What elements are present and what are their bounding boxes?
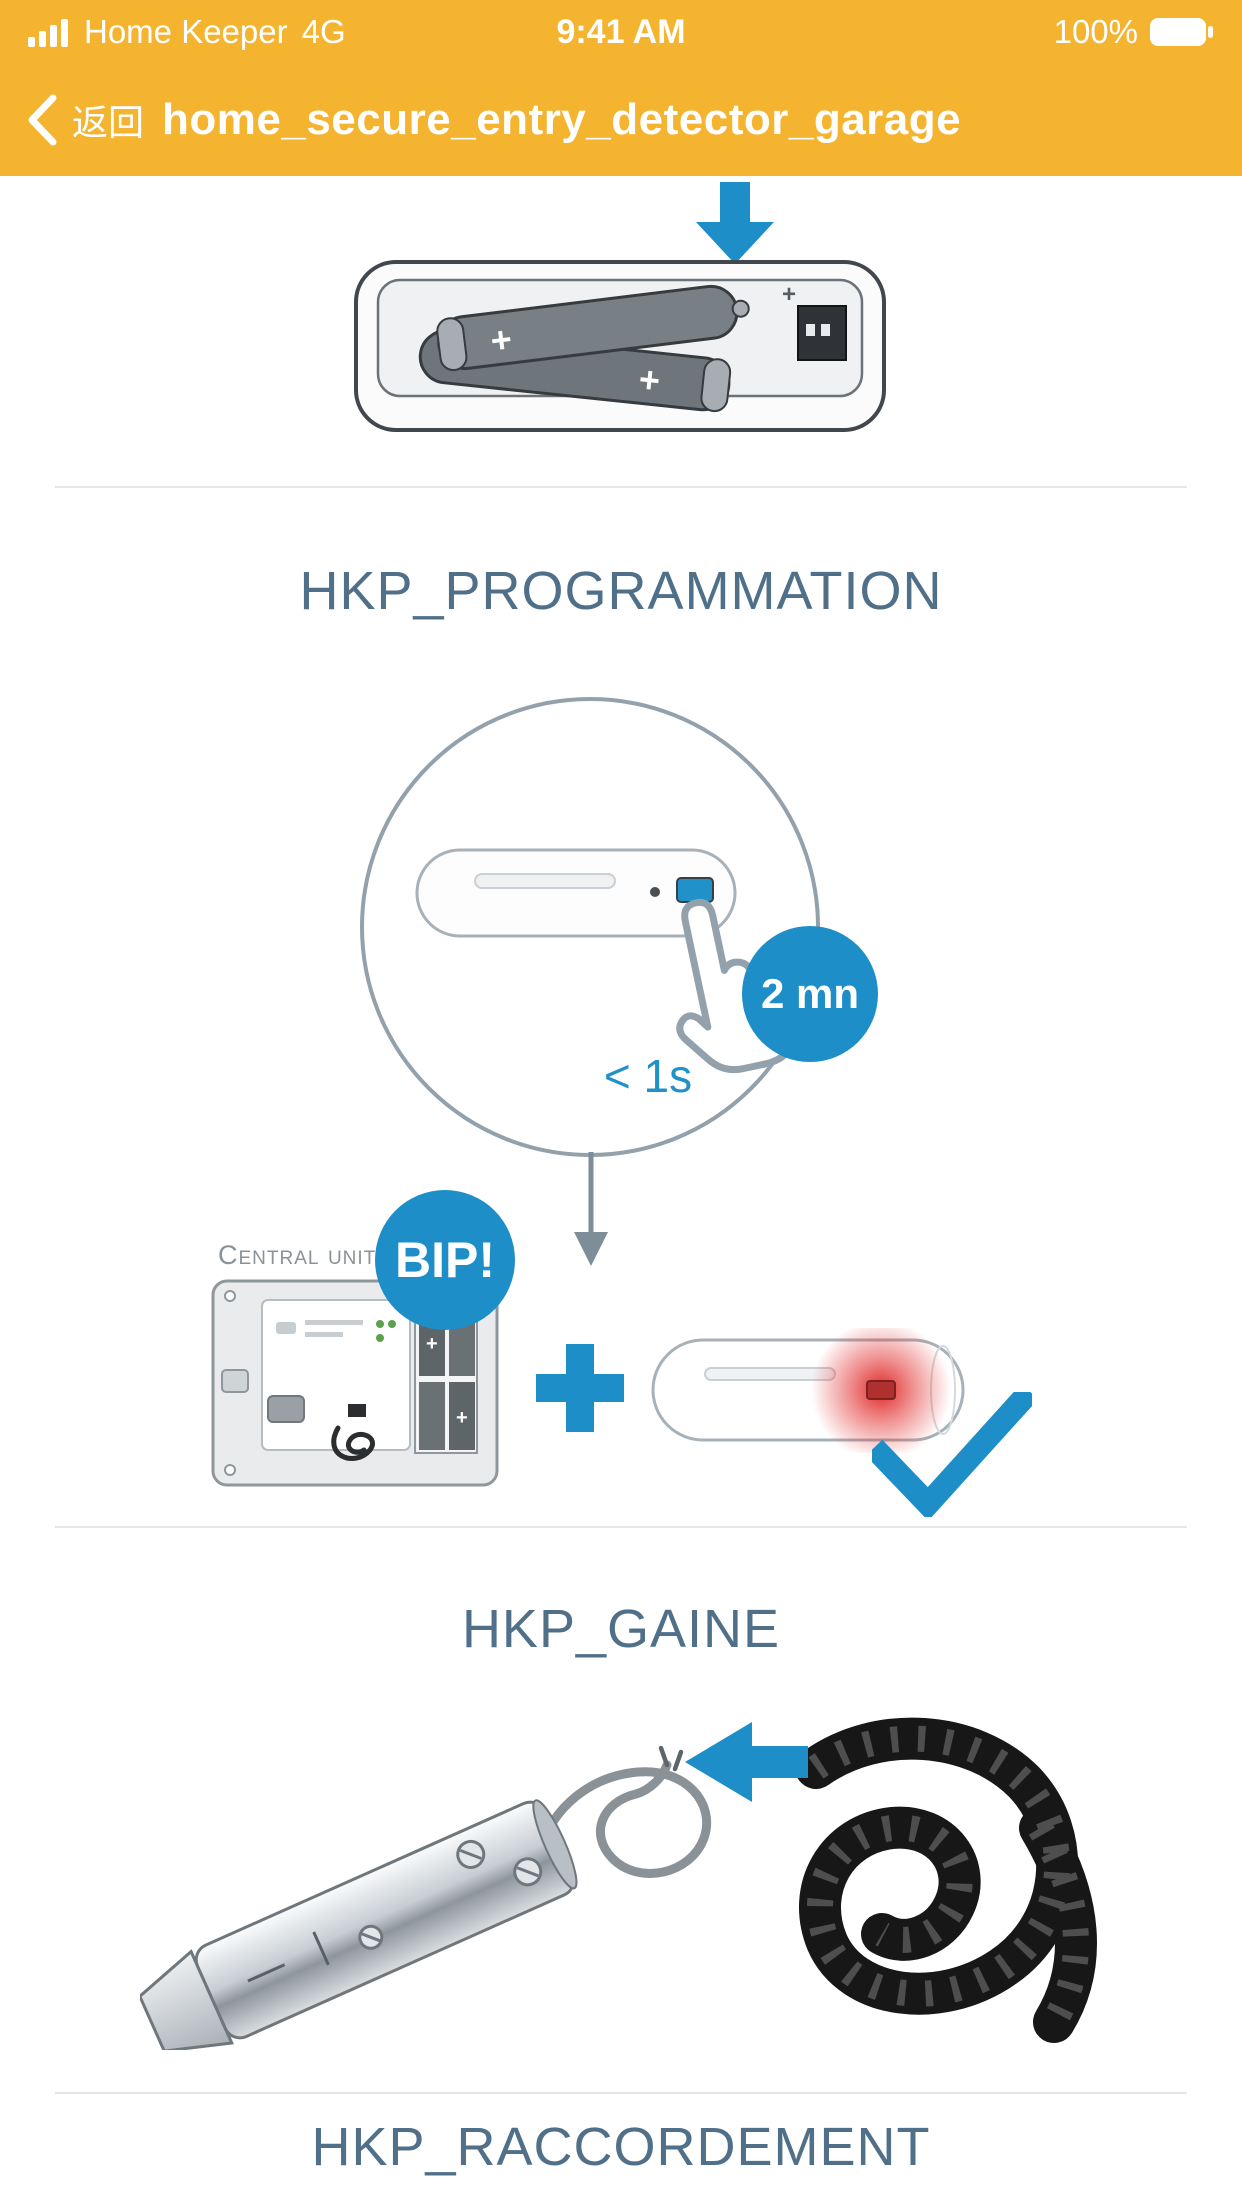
battery-icon xyxy=(1150,18,1213,46)
arrow-down-icon xyxy=(574,1152,608,1266)
wires xyxy=(331,1425,375,1461)
checkmark-icon xyxy=(872,1392,1032,1517)
detector-device xyxy=(415,848,737,938)
section-title-raccordement: HKP_RACCORDEMENT xyxy=(311,2117,931,2177)
central-unit-illustration: + + xyxy=(211,1279,499,1487)
status-bar-right: 100% xyxy=(1054,13,1214,51)
antenna-cable xyxy=(535,1745,712,1878)
wait-time-badge: 2 mn xyxy=(742,926,878,1062)
signal-icon xyxy=(28,19,68,47)
divider xyxy=(55,486,1187,488)
page-title: home_secure_entry_detector_garage xyxy=(162,95,962,144)
beep-badge: BIP! xyxy=(375,1190,515,1330)
svg-text:+: + xyxy=(426,1333,438,1355)
section-title-programmation: HKP_PROGRAMMATION xyxy=(299,561,943,621)
plus-icon xyxy=(536,1344,624,1432)
chevron-left-icon xyxy=(28,94,57,146)
nav-bar: 返回 home_secure_entry_detector_garage xyxy=(0,64,1242,176)
back-label: 返回 xyxy=(72,102,145,143)
status-bar: Home Keeper 4G 9:41 AM 100% xyxy=(0,0,1242,64)
detector-led-illustration xyxy=(651,1328,965,1453)
battery-cell: + xyxy=(436,284,750,372)
arrow-down-icon xyxy=(696,182,774,264)
svg-text:+: + xyxy=(637,358,662,401)
coiled-sheath xyxy=(795,1717,1097,2043)
battery-compartment-illustration: + + + xyxy=(354,260,886,432)
status-bar-left: Home Keeper 4G xyxy=(28,13,346,51)
svg-text:+: + xyxy=(488,318,514,361)
svg-text:+: + xyxy=(456,1407,468,1429)
press-button-illustration: < 1s xyxy=(360,697,820,1157)
section-title-gaine: HKP_GAINE xyxy=(461,1599,781,1659)
battery-percent-label: 100% xyxy=(1053,13,1138,50)
carrier-label: Home Keeper xyxy=(84,13,288,50)
metal-detector-body xyxy=(140,1799,578,2050)
press-duration-label: < 1s xyxy=(604,1050,692,1102)
divider xyxy=(55,1526,1187,1528)
sheath-cable-illustration xyxy=(140,1717,1097,2050)
svg-text:+: + xyxy=(782,281,796,308)
divider xyxy=(55,2092,1187,2094)
back-button[interactable]: 返回 xyxy=(26,94,144,146)
arrow-left-icon xyxy=(685,1722,808,1802)
network-label: 4G xyxy=(301,13,346,50)
prog-button xyxy=(676,877,714,903)
central-unit-label: Central unit xyxy=(218,1240,377,1270)
